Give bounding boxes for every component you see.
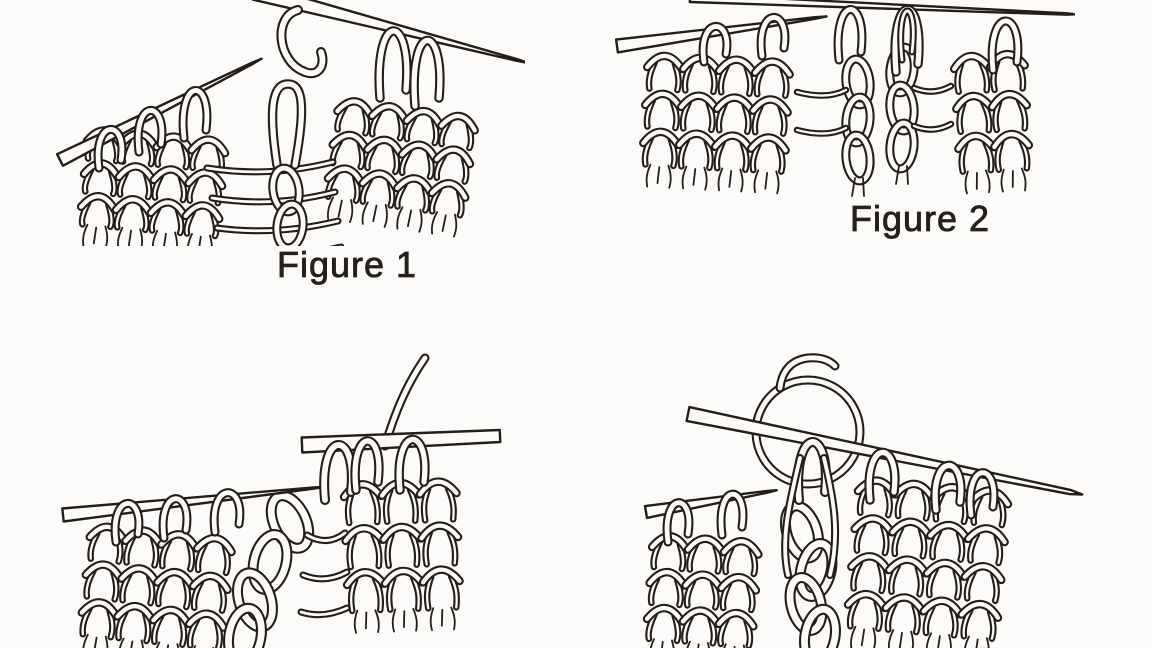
knitting-diagram-figure-2	[615, 0, 1075, 197]
figure-1-caption: Figure 1	[276, 244, 418, 286]
knitting-diagram-figure-3	[61, 353, 502, 648]
knitting-diagram-figure-1	[55, 0, 525, 246]
knitting-diagram-figure-4	[642, 353, 1084, 648]
figure-2-caption: Figure 2	[849, 198, 991, 240]
